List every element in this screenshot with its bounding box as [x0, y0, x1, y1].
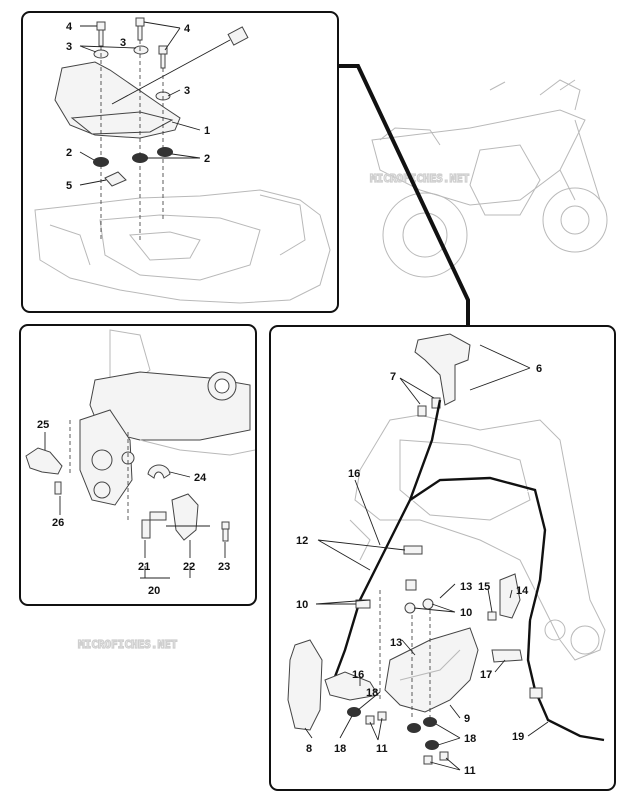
callout-label: 20 [148, 585, 160, 597]
callout-label: 15 [478, 581, 490, 593]
connector [529, 687, 543, 699]
mounting-bracket [414, 333, 471, 406]
callout-connector [336, 64, 470, 330]
callout-label: 4 [184, 23, 191, 35]
panel-top: 4 4 3 3 3 1 2 2 5 [21, 11, 339, 313]
sensor [141, 519, 151, 539]
clip [405, 579, 417, 591]
clip [403, 545, 423, 555]
side-bracket [499, 573, 521, 619]
screw [221, 521, 230, 530]
wiring-harness [328, 399, 442, 691]
panel-right: 6 7 16 12 13 15 14 10 10 13 17 16 18 9 1… [269, 325, 616, 791]
motorcycle-overview-illustration [371, 79, 608, 278]
watermark-top: MICROFICHES.NET [370, 172, 470, 185]
callout-label: 10 [296, 599, 308, 611]
grommet [157, 147, 173, 157]
bolt [417, 405, 427, 417]
callout-label: 12 [296, 535, 308, 547]
screw [423, 755, 433, 765]
callout-label: 5 [66, 180, 72, 192]
callout-label: 10 [460, 607, 472, 619]
callout-label: 19 [512, 731, 524, 743]
callout-label: 16 [352, 669, 364, 681]
callout-label: 2 [204, 153, 210, 165]
grommet [425, 740, 439, 750]
callout-label: 8 [306, 743, 312, 755]
callout-label: 17 [480, 669, 492, 681]
clip [147, 464, 171, 479]
callout-label: 1 [204, 125, 210, 137]
callout-label: 3 [66, 41, 72, 53]
callout-label: 21 [138, 561, 150, 573]
guard-bracket [25, 447, 63, 475]
callout-label: 16 [348, 468, 360, 480]
callout-label: 6 [536, 363, 542, 375]
wiring-harness [409, 476, 605, 742]
callout-label: 11 [464, 765, 476, 777]
reflector [287, 639, 323, 731]
screw [54, 481, 62, 495]
callout-label: 9 [464, 713, 470, 725]
sensor-bracket [171, 493, 199, 541]
callout-label: 7 [390, 371, 396, 383]
callout-label: 26 [52, 517, 64, 529]
callout-label: 4 [66, 21, 73, 33]
callout-label: 22 [183, 561, 195, 573]
grommet [423, 717, 437, 727]
watermark-bottom: MICROFICHES.NET [78, 638, 178, 651]
panel-left: 25 26 24 21 22 23 20 [19, 324, 257, 606]
grommet [132, 153, 148, 163]
bracket [491, 649, 523, 663]
callout-label: 13 [460, 581, 472, 593]
washer [133, 45, 149, 55]
callout-label: 11 [376, 743, 388, 755]
plate [104, 171, 127, 187]
callout-label: 18 [366, 687, 378, 699]
screw [439, 751, 449, 761]
nut [404, 602, 416, 614]
callout-label: 3 [120, 37, 126, 49]
callout-label: 2 [66, 147, 72, 159]
callout-label: 18 [334, 743, 346, 755]
screw [365, 715, 375, 725]
callout-label: 14 [516, 585, 529, 597]
callout-label: 24 [194, 472, 207, 484]
callout-label: 13 [390, 637, 402, 649]
license-plate-holder [384, 627, 479, 713]
callout-label: 18 [464, 733, 476, 745]
grommet [347, 707, 361, 717]
callout-label: 25 [37, 419, 49, 431]
nut [422, 598, 434, 610]
light-strip [324, 671, 379, 701]
grommet [407, 723, 421, 733]
callout-label: 3 [184, 85, 190, 97]
callout-label: 23 [218, 561, 230, 573]
